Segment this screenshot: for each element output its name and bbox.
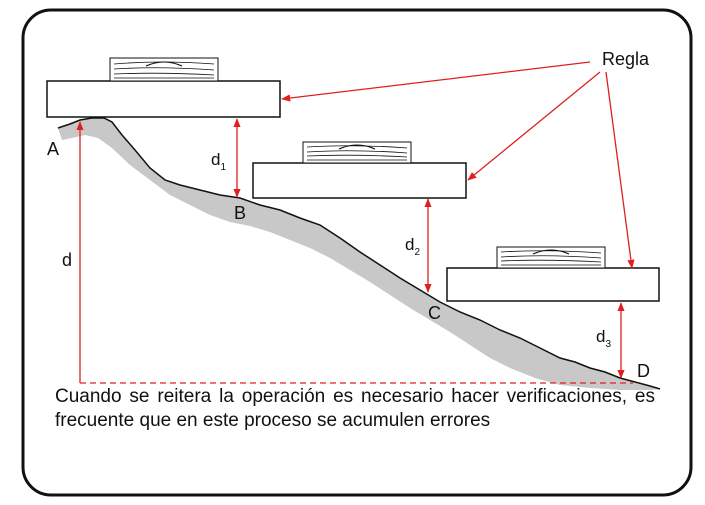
level-icon — [302, 141, 412, 164]
caption-text: Cuando se reitera la operación es necesa… — [55, 386, 655, 431]
point-d-label: D — [637, 361, 650, 381]
point-a-label: A — [47, 139, 59, 159]
d2-label: d2 — [405, 235, 420, 258]
ruler-3 — [446, 267, 660, 302]
d1-label: d1 — [211, 150, 226, 173]
d-total-label: d — [62, 250, 72, 270]
d3-label: d3 — [596, 327, 611, 350]
level-icon — [109, 57, 219, 82]
level-icon — [496, 246, 606, 269]
terrain-profile-line — [57, 117, 661, 390]
ruler-1 — [46, 80, 281, 118]
regla-arrows — [281, 61, 635, 269]
point-b-label: B — [234, 203, 246, 223]
regla-label: Regla — [602, 49, 650, 69]
point-c-label: C — [428, 303, 441, 323]
terrain-fill — [58, 118, 660, 390]
ruler-2 — [252, 162, 467, 199]
